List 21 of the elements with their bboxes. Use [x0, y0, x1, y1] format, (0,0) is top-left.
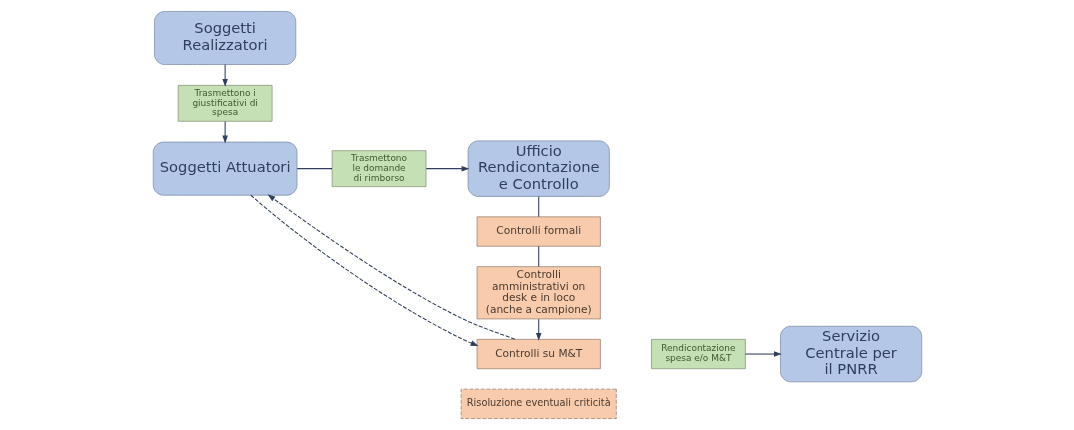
node-box: Soggetti Realizzatori [153, 11, 296, 65]
connector [537, 195, 539, 218]
node-box: Servizio Centrale per il PNRR [779, 325, 922, 383]
node-box: Soggetti Attuatori [152, 141, 297, 196]
node-box: Rendicontazione spesa e/o M&T [650, 338, 746, 370]
arrow [249, 194, 478, 347]
arrow [425, 165, 469, 172]
node-box: Risoluzione eventuali criticità [460, 388, 617, 419]
node-box: Controlli amministrativi on desk e in loco (anche a campione) [476, 266, 601, 320]
connector [537, 245, 539, 267]
arrow [266, 194, 515, 340]
arrow [744, 351, 782, 357]
node-box: Controlli su M&T [476, 338, 601, 370]
node-box: Controlli formali [476, 216, 601, 247]
arrow [221, 120, 228, 144]
connector [296, 168, 333, 170]
node-box: Trasmettono i giustificativi di spesa [177, 84, 272, 122]
arrow [221, 64, 228, 87]
arrow [535, 318, 541, 341]
node-box: Ufficio Rendicontazione e Controllo [467, 140, 610, 197]
node-box: Trasmettono le domande di rimborso [331, 150, 426, 188]
